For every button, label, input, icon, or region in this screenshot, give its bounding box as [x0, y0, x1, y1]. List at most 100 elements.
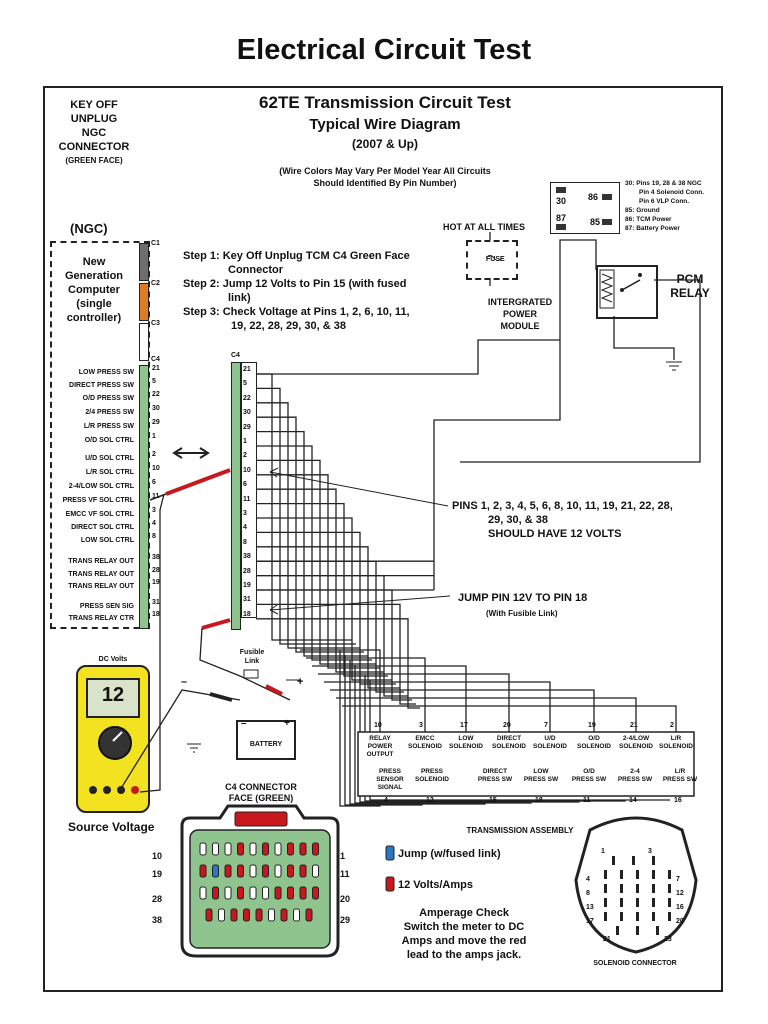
c4-wire	[256, 618, 420, 709]
ngc-pin-label: L/R PRESS SW	[83, 423, 134, 430]
ground-minus: –	[181, 676, 188, 688]
ngc-pin-number: 38	[152, 554, 160, 561]
relay-30-wire	[433, 239, 597, 562]
multimeter-display	[86, 678, 140, 718]
c4-face-latch	[234, 811, 288, 827]
key-off-line4: CONNECTOR	[58, 141, 130, 153]
solenoid-connector-number: 21	[603, 936, 611, 943]
callout-arrowhead-pins	[269, 467, 279, 478]
integrated-power-module-label: INTERGRATED POWER MODULE	[480, 296, 560, 332]
meter-jack-v	[131, 786, 139, 794]
c4-face-left-number: 19	[152, 869, 163, 879]
relay-contact-a	[620, 288, 624, 292]
c4-face-pin	[312, 864, 319, 878]
double-arrow-icon	[172, 447, 210, 459]
c4-wire	[256, 402, 360, 649]
c4-pin-number: 3	[243, 510, 247, 517]
multimeter-dial[interactable]	[98, 726, 132, 760]
solenoid-bottom-label-line: PRESS SW	[571, 776, 607, 783]
ngc-c4-connector	[139, 365, 149, 629]
callout-arrowhead-jump	[269, 604, 279, 615]
solenoid-connector-pin	[612, 856, 615, 865]
c4-face-pin	[199, 886, 207, 900]
fusible-link-icon	[243, 669, 259, 679]
c4-wire	[256, 459, 376, 665]
relay-coil-group	[599, 269, 642, 309]
solenoid-top-label-line: EMCC	[415, 735, 435, 742]
c4-pin-number: 19	[243, 582, 251, 589]
c4-face-pin	[274, 842, 282, 856]
legend-jump-text: Jump (w/fused link)	[398, 848, 501, 860]
wire-note-line1: (Wire Colors May Vary Per Model Year All…	[279, 166, 491, 176]
c4-face-pin	[280, 908, 288, 922]
c4-face-title1: C4 CONNECTOR	[225, 782, 297, 792]
ngc-pin-label: PRESS VF SOL CTRL	[62, 497, 134, 504]
relay-legend-2: Pin 4 Solenoid Conn.	[639, 189, 704, 196]
c4-pin-number: 29	[243, 423, 251, 431]
ngc-pin-number: 21	[152, 365, 160, 372]
solenoid-connector-number: 3	[648, 848, 652, 855]
relay-legend-1: 30: Pins 19, 28 & 38 NGC	[625, 180, 702, 187]
solenoid-top-label-line: L/R	[670, 735, 682, 742]
c4-face-pin	[262, 864, 269, 878]
solenoid-connector-pin	[632, 856, 635, 865]
c4-face-pin	[205, 908, 213, 922]
ngc-description: New Generation Computer (single controll…	[52, 255, 136, 325]
step1-line2: Connector	[228, 264, 283, 276]
relay-legend-5: 86: TCM Power	[625, 216, 672, 223]
c4-face-pin	[224, 864, 232, 878]
c4-face-pin	[224, 842, 232, 856]
ngc-computer-box	[50, 241, 150, 629]
solenoid-connector-pin	[636, 870, 639, 879]
c4-wire	[256, 574, 408, 697]
ngc-pin-number: 22	[152, 391, 160, 398]
fuse-box	[466, 240, 518, 280]
volts-legend-icon	[385, 876, 395, 892]
meter-ground-icon	[187, 743, 201, 753]
key-off-line2: UNPLUG	[70, 113, 118, 125]
battery-plus: +	[284, 718, 290, 729]
c4-face-pin	[262, 886, 269, 900]
c4-wire	[256, 416, 364, 653]
c4-wire	[256, 474, 380, 669]
solenoid-connector-number: 23	[664, 936, 672, 943]
solenoid-top-number: 17	[460, 722, 468, 729]
solenoid-bottom-label-line: PRESS SW	[523, 776, 559, 783]
ngc-pin-label: O/D SOL CTRL	[84, 437, 134, 444]
c4-face-pin	[230, 908, 238, 922]
solenoid-bottom-label-line: O/D	[583, 768, 595, 775]
solenoid-bottom-label-line: SOLENOID	[415, 776, 449, 783]
transmission-assembly-label: TRANSMISSION ASSEMBLY	[466, 826, 574, 835]
solenoid-bottom-label-line: PRESS SW	[477, 776, 513, 783]
diagram-frame	[43, 86, 723, 992]
ngc-pin-number: 29	[152, 419, 160, 426]
c4-face-right-number: 11	[340, 869, 350, 879]
callout-arrow-pins	[269, 471, 449, 507]
ngc-pin-number: 2	[152, 451, 156, 458]
step1-line1: Step 1: Key Off Unplug TCM C4 Green Face	[183, 250, 410, 262]
ipm-line1: INTERGRATED	[487, 297, 553, 307]
c4-face-pin	[237, 886, 244, 900]
solenoid-top-label-line: LOW	[458, 735, 474, 742]
relay-pin-85	[602, 219, 612, 225]
solenoid-connector-pin	[656, 926, 659, 935]
c4-face-pin	[212, 864, 219, 878]
solenoid-bottom-label-line: LOW	[533, 768, 549, 775]
test-steps: Step 1: Key Off Unplug TCM C4 Green Face…	[183, 249, 410, 333]
solenoid-bottom-label-line: SENSOR	[376, 776, 404, 783]
solenoid-top-label-line: SOLENOID	[492, 743, 526, 750]
wire-group	[256, 232, 701, 807]
key-off-instructions: KEY OFF UNPLUG NGC CONNECTOR (GREEN FACE…	[46, 98, 142, 168]
solenoid-top-label-line: RELAY	[369, 735, 391, 742]
solenoid-connector-number: 8	[586, 890, 590, 897]
ngc-pin-number: 31	[152, 599, 160, 606]
solenoid-connector-number: 1	[601, 848, 605, 855]
solenoid-top-number: 7	[544, 722, 548, 729]
